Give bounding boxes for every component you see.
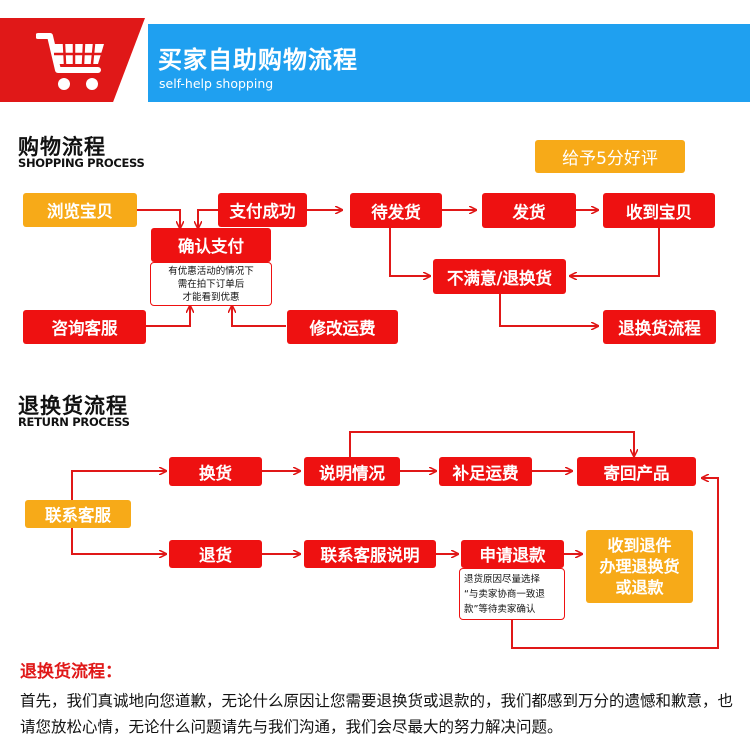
wait-ship-box: 待发货	[350, 193, 442, 228]
ship-box: 发货	[482, 193, 576, 228]
footer-title: 退换货流程：	[20, 662, 122, 682]
note-line: “与卖家协商一致退	[464, 589, 545, 600]
page-title: 买家自助购物流程	[158, 46, 358, 74]
add-shipping-box: 补足运费	[439, 457, 532, 486]
received-line: 办理退换货	[599, 557, 680, 576]
received-line: 收到退件	[607, 536, 672, 555]
page-subtitle: self-help shopping	[159, 76, 274, 91]
apply-refund-box: 申请退款	[461, 540, 564, 568]
confirm-pay-box: 确认支付	[151, 228, 271, 262]
contact-service-box: 咨询客服	[23, 310, 146, 344]
return-section-subtitle: RETURN PROCESS	[18, 415, 130, 429]
unsatisfied-box: 不满意/退换货	[433, 259, 566, 294]
exchange-box: 换货	[169, 457, 262, 486]
note-line: 有优惠活动的情况下	[168, 266, 254, 277]
refund-box: 退货	[169, 540, 262, 568]
note-line: 款”等待卖家确认	[464, 604, 536, 615]
received-return-box: 收到退件 办理退换货 或退款	[586, 530, 693, 603]
refund-note: 退货原因尽量选择 “与卖家协商一致退 款”等待卖家确认	[459, 568, 565, 620]
pay-success-box: 支付成功	[218, 193, 307, 227]
receive-box: 收到宝贝	[603, 193, 715, 228]
contact-box: 联系客服	[25, 500, 131, 528]
browse-box: 浏览宝贝	[23, 193, 137, 227]
footer-text: 首先，我们真诚地向您道歉，无论什么原因让您需要退换货或退款的，我们都感到万分的遗…	[20, 692, 734, 736]
praise-box: 给予5分好评	[535, 140, 685, 173]
return-process-box: 退换货流程	[603, 310, 716, 344]
shopping-cart-icon	[36, 33, 104, 90]
note-line: 需在拍下订单后	[177, 279, 245, 290]
note-line: 退货原因尽量选择	[464, 574, 541, 585]
send-back-box: 寄回产品	[577, 457, 696, 486]
explain-box: 说明情况	[304, 457, 400, 486]
note-line: 才能看到优惠	[182, 292, 240, 303]
header-banner	[148, 24, 750, 102]
shopping-section-title: 购物流程	[18, 135, 106, 159]
received-line: 或退款	[615, 578, 664, 597]
discount-note: 有优惠活动的情况下 需在拍下订单后 才能看到优惠	[150, 262, 272, 306]
modify-shipping-box: 修改运费	[287, 310, 398, 344]
return-section-title: 退换货流程	[18, 394, 128, 418]
contact-explain-box: 联系客服说明	[304, 540, 436, 568]
shopping-section-subtitle: SHOPPING PROCESS	[18, 156, 145, 170]
